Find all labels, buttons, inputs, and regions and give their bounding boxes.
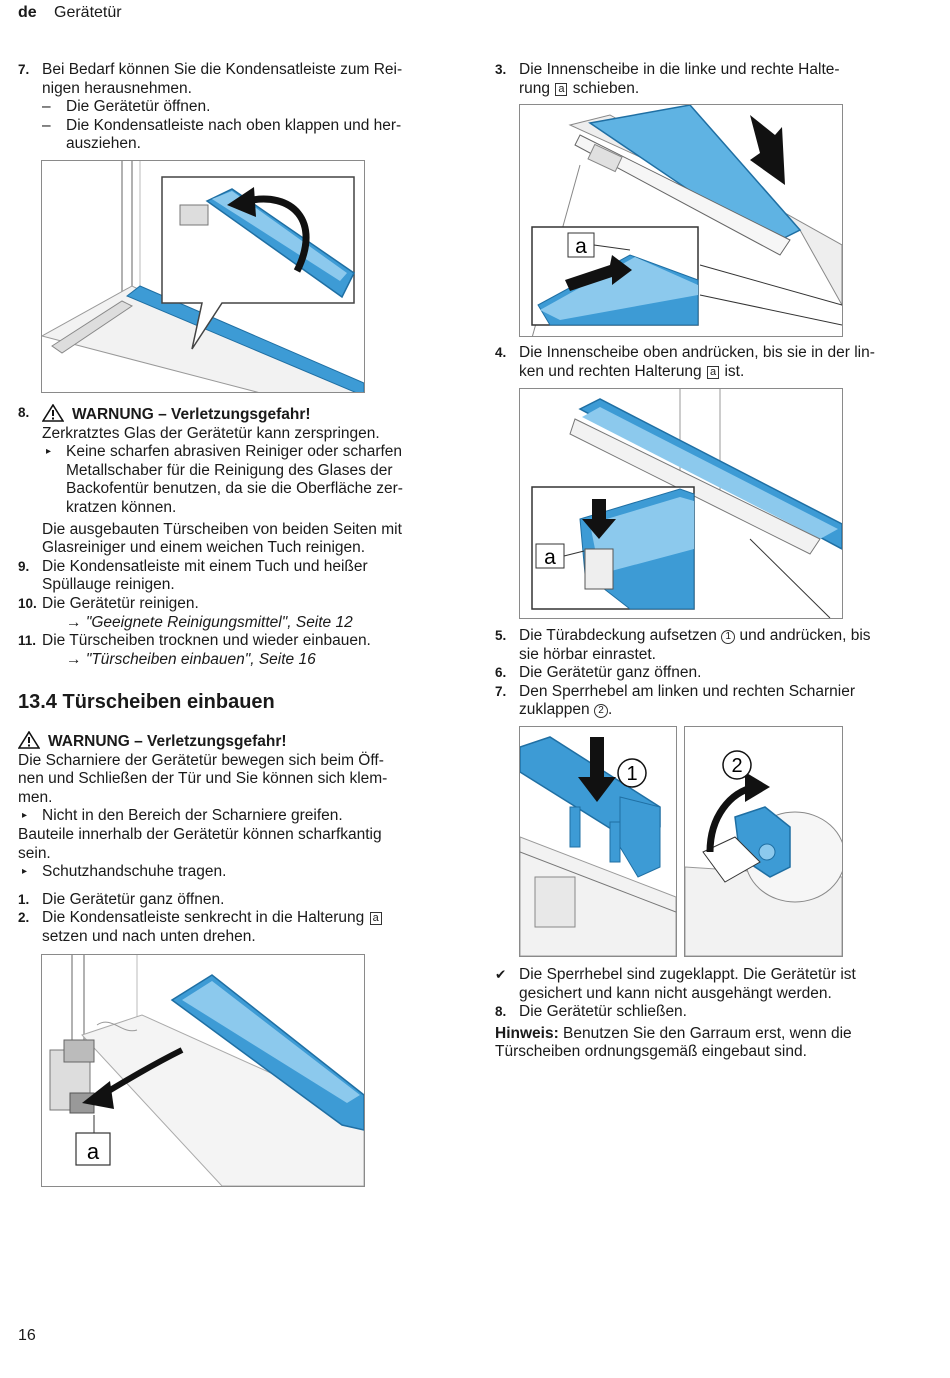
check-icon: ✔ — [495, 967, 507, 982]
section-13-4: 13.4 Türscheiben einbauen WARNUNG – Verl… — [17, 690, 458, 947]
marker-a: a — [555, 82, 568, 96]
cross-reference-link[interactable]: → "Geeignete Reinigungsmittel", Seite 12 — [66, 613, 353, 631]
figure-door-cover: 1 — [519, 726, 677, 957]
right-result-block: ✔ Die Sperrhebel sind zugeklappt. Die Ge… — [495, 966, 925, 1062]
figure-condensate-insert: a — [41, 954, 365, 1187]
left-step-7: 7. Bei Bedarf können Sie die Kondensatle… — [18, 61, 403, 153]
figure-label-a: a — [87, 1139, 100, 1164]
bullet-icon: ▸ — [22, 810, 28, 822]
bullet-icon: ▸ — [22, 866, 28, 878]
language-code: de — [18, 4, 37, 21]
hint-note: Hinweis: Benutzen Sie den Garraum erst, … — [495, 1024, 852, 1042]
right-step-4: 4. Die Innenscheibe oben andrücken, bis … — [495, 344, 875, 380]
marker-2: 2 — [593, 704, 608, 719]
right-step-3: 3. Die Innenscheibe in die linke und rec… — [495, 61, 840, 97]
section-header-title: Gerätetür — [54, 4, 122, 21]
warning-icon — [17, 730, 41, 749]
left-step-8: 8. WARNUNG – Verletzungsgefahr! Zerkratz… — [18, 403, 458, 669]
figure-label-a: a — [575, 235, 587, 258]
figure-label-2: 2 — [731, 755, 742, 777]
figure-label-1: 1 — [626, 763, 637, 785]
cross-reference-link[interactable]: → "Türscheiben einbauen", Seite 16 — [66, 650, 316, 668]
figure-condensate-removal — [41, 160, 365, 393]
marker-a: a — [707, 365, 720, 379]
bullet-icon: ▸ — [46, 446, 52, 458]
right-steps-5-7: 5. Die Türabdeckung aufsetzen 1 und andr… — [495, 627, 871, 719]
section-title: 13.4 Türscheiben einbauen — [18, 691, 275, 713]
marker-a: a — [369, 912, 382, 926]
warning-icon — [41, 403, 65, 422]
page-number: 16 — [18, 1327, 36, 1344]
figure-inner-pane-slide: a — [519, 104, 843, 337]
figure-locking-lever: 2 — [684, 726, 843, 957]
warning-heading: WARNUNG – Verletzungsgefahr! — [41, 403, 458, 425]
figure-inner-pane-press: a — [519, 388, 843, 619]
warning-heading: WARNUNG – Verletzungsgefahr! — [17, 730, 458, 752]
marker-1: 1 — [721, 630, 736, 644]
figure-label-a: a — [544, 546, 556, 569]
